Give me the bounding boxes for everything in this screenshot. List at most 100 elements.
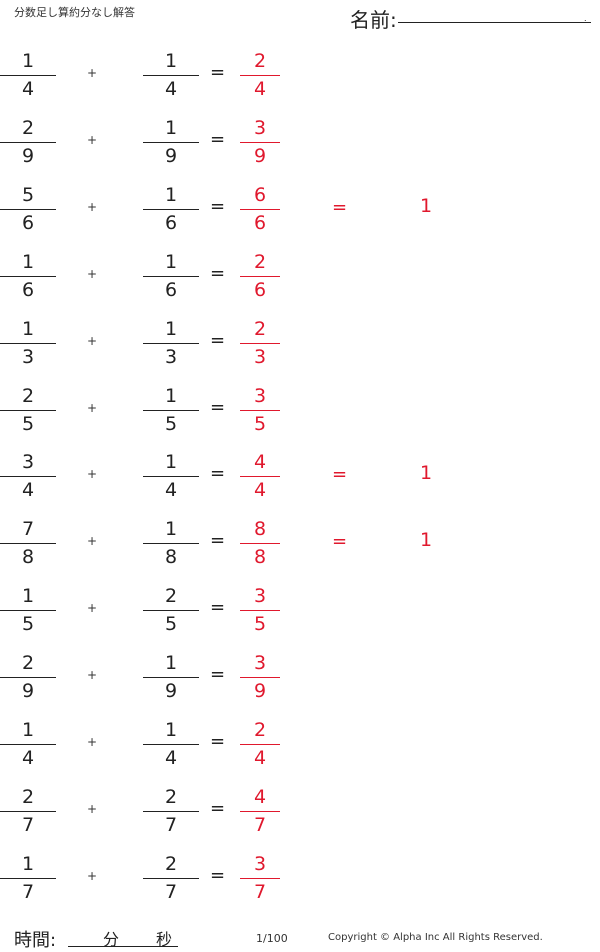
second-fraction-denominator: 7 bbox=[164, 880, 178, 903]
second-fraction-numerator: 1 bbox=[164, 250, 178, 273]
first-fraction-denominator: 6 bbox=[21, 278, 35, 301]
plus-sign: + bbox=[87, 668, 98, 683]
second-fraction-denominator: 3 bbox=[164, 345, 178, 368]
first-fraction-bar bbox=[0, 744, 56, 745]
answer-fraction-bar bbox=[240, 543, 280, 545]
worksheet-title: 分数足し算約分なし解答 bbox=[14, 6, 135, 19]
answer-fraction-bar bbox=[240, 409, 280, 411]
second-fraction-bar bbox=[143, 141, 199, 143]
answer-fraction-numerator: 8 bbox=[253, 518, 267, 541]
second-fraction-denominator: 4 bbox=[164, 479, 178, 502]
answer-fraction-numerator: 2 bbox=[253, 50, 267, 72]
second-fraction-bar bbox=[143, 208, 199, 210]
second-fraction-numerator: 1 bbox=[164, 652, 178, 675]
first-fraction-bar bbox=[0, 342, 56, 344]
time-label: 時間: bbox=[14, 930, 57, 951]
answer-fraction-denominator: 4 bbox=[253, 747, 267, 769]
copyright-notice: Copyright © Alpha Inc All Rights Reserve… bbox=[328, 932, 543, 943]
answer-fraction-bar bbox=[240, 75, 280, 76]
plus-sign: + bbox=[87, 868, 98, 883]
first-fraction-numerator: 2 bbox=[21, 116, 35, 139]
second-fraction-numerator: 2 bbox=[164, 585, 178, 608]
equals-sign: = bbox=[210, 396, 226, 418]
answer-fraction-bar bbox=[240, 677, 280, 679]
equals-sign: = bbox=[210, 530, 226, 552]
equals-sign: = bbox=[210, 731, 226, 752]
answer-fraction-bar bbox=[240, 208, 280, 210]
answer-fraction-numerator: 4 bbox=[253, 785, 267, 808]
second-fraction-bar bbox=[143, 275, 199, 277]
first-fraction-bar bbox=[0, 677, 56, 679]
answer-fraction-denominator: 5 bbox=[253, 412, 267, 435]
first-fraction-numerator: 5 bbox=[21, 183, 35, 206]
plus-sign: + bbox=[87, 199, 98, 214]
first-fraction-denominator: 6 bbox=[21, 211, 35, 234]
answer-fraction-denominator: 4 bbox=[253, 78, 267, 100]
plus-sign: + bbox=[87, 467, 98, 482]
second-fraction-bar bbox=[143, 810, 199, 812]
answer-fraction-numerator: 4 bbox=[253, 451, 267, 474]
first-fraction-denominator: 4 bbox=[21, 747, 35, 769]
name-label: 名前: bbox=[350, 8, 397, 32]
answer-fraction-denominator: 7 bbox=[253, 880, 267, 903]
equals-sign: = bbox=[210, 797, 226, 819]
second-fraction-denominator: 9 bbox=[164, 680, 178, 703]
first-fraction-denominator: 7 bbox=[21, 880, 35, 903]
first-fraction-numerator: 1 bbox=[21, 585, 35, 608]
answer-fraction-numerator: 3 bbox=[253, 852, 267, 875]
page-number: 1/100 bbox=[256, 932, 288, 945]
second-fraction-numerator: 1 bbox=[164, 50, 178, 72]
first-fraction-bar bbox=[0, 810, 56, 812]
equals-sign: = bbox=[210, 195, 226, 217]
first-fraction-numerator: 1 bbox=[21, 852, 35, 875]
first-fraction-numerator: 2 bbox=[21, 785, 35, 808]
answer-fraction-denominator: 9 bbox=[253, 144, 267, 167]
time-field-line[interactable] bbox=[68, 946, 178, 947]
second-fraction-bar bbox=[143, 543, 199, 545]
second-fraction-denominator: 4 bbox=[164, 78, 178, 100]
name-field-line[interactable] bbox=[398, 22, 591, 23]
equals-sign: = bbox=[210, 463, 226, 485]
first-fraction-bar bbox=[0, 543, 56, 545]
second-fraction-numerator: 1 bbox=[164, 384, 178, 407]
first-fraction-numerator: 2 bbox=[21, 652, 35, 675]
answer-fraction-bar bbox=[240, 610, 280, 612]
answer-fraction-bar bbox=[240, 810, 280, 812]
equals-sign: = bbox=[210, 62, 226, 83]
first-fraction-numerator: 1 bbox=[21, 250, 35, 273]
answer-fraction-numerator: 2 bbox=[253, 317, 267, 340]
seconds-label: 秒 bbox=[156, 930, 173, 949]
first-fraction-denominator: 9 bbox=[21, 680, 35, 703]
plus-sign: + bbox=[87, 400, 98, 415]
first-fraction-denominator: 4 bbox=[21, 78, 35, 100]
equals-sign: = bbox=[210, 262, 226, 284]
second-fraction-numerator: 1 bbox=[164, 719, 178, 741]
plus-sign: + bbox=[87, 801, 98, 816]
equals-sign: = bbox=[210, 664, 226, 686]
equals-sign: = bbox=[210, 128, 226, 150]
